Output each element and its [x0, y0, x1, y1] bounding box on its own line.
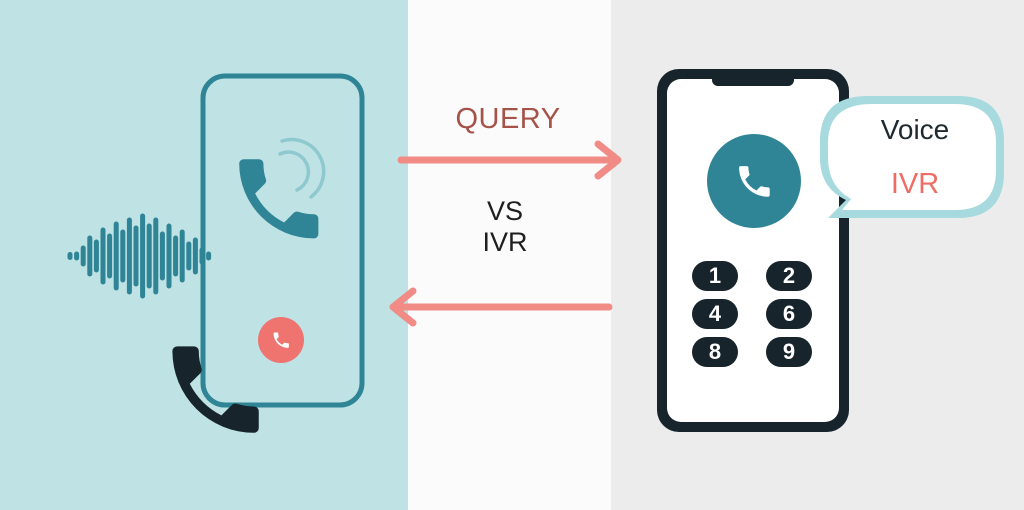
- phone-handset-icon: [239, 159, 319, 239]
- keypad-key[interactable]: 6: [766, 299, 812, 329]
- bubble-ivr-text: IVR: [890, 168, 940, 200]
- middle-panel: [408, 0, 611, 510]
- keypad-key[interactable]: 2: [766, 261, 812, 291]
- right-phone: [657, 69, 849, 432]
- phone-receiver-icon: [172, 346, 259, 433]
- keypad-key[interactable]: 9: [766, 337, 812, 367]
- sound-waves-icon: [278, 137, 326, 199]
- audio-waveform-icon: [67, 213, 212, 299]
- phone-call-icon: [707, 134, 801, 228]
- end-call-icon: [258, 317, 304, 363]
- keypad-key[interactable]: 8: [692, 337, 738, 367]
- arrow-right-icon: [397, 140, 622, 180]
- vs-label: VS: [486, 196, 524, 226]
- ivr-center-label: IVR: [482, 227, 528, 257]
- keypad-key[interactable]: 4: [692, 299, 738, 329]
- arrow-left-icon: [389, 287, 613, 327]
- keypad-key[interactable]: 1: [692, 261, 738, 291]
- query-label: QUERY: [455, 103, 561, 135]
- bubble-voice-text: Voice: [880, 114, 950, 145]
- left-phone-frame: [200, 73, 365, 408]
- speech-bubble: [820, 96, 1004, 218]
